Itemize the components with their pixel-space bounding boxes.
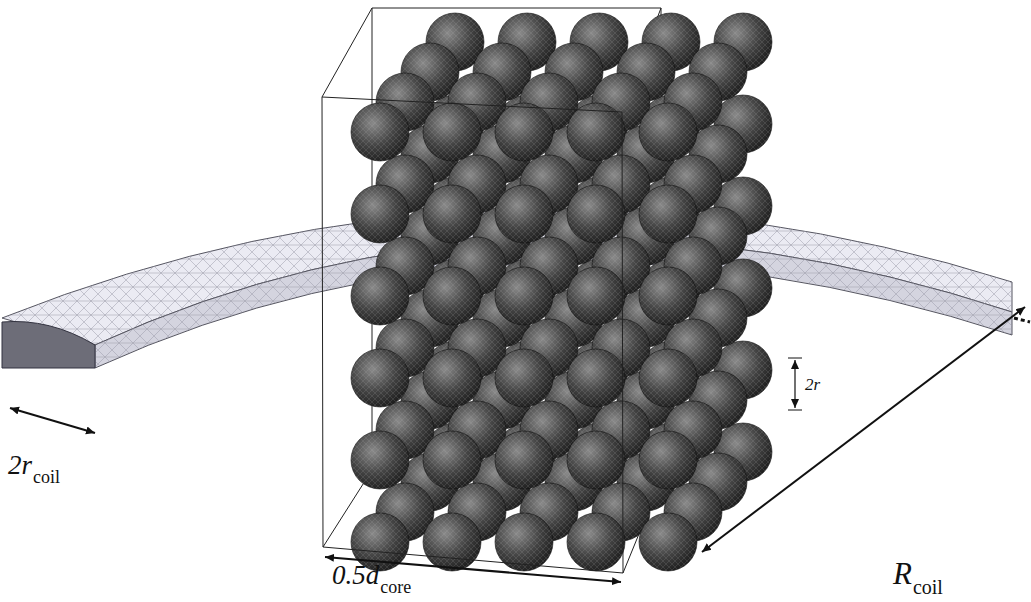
- sphere: [423, 349, 481, 407]
- sphere: [567, 431, 625, 489]
- dimension-label: 0.5d: [332, 562, 379, 589]
- sphere: [351, 349, 409, 407]
- sphere-mesh: [495, 431, 553, 489]
- sphere-mesh: [567, 267, 625, 325]
- sphere: [639, 103, 697, 161]
- sphere: [423, 185, 481, 243]
- sphere: [351, 185, 409, 243]
- sphere-mesh: [495, 349, 553, 407]
- sphere: [351, 103, 409, 161]
- sphere-mesh: [495, 185, 553, 243]
- sphere-mesh: [567, 185, 625, 243]
- sphere-mesh: [495, 267, 553, 325]
- sphere-mesh: [351, 431, 409, 489]
- sphere-mesh: [423, 267, 481, 325]
- dimension-subscript: core: [380, 578, 411, 596]
- sphere: [567, 349, 625, 407]
- sphere-mesh: [423, 185, 481, 243]
- sphere: [567, 513, 625, 571]
- sphere-mesh: [423, 349, 481, 407]
- dimension-subscript: coil: [913, 577, 943, 597]
- sphere-mesh: [567, 431, 625, 489]
- sphere: [639, 185, 697, 243]
- sphere: [567, 267, 625, 325]
- sphere-mesh: [639, 103, 697, 161]
- sphere-mesh: [495, 103, 553, 161]
- box-front-edges: [322, 97, 623, 573]
- sphere-mesh: [639, 185, 697, 243]
- sphere: [495, 185, 553, 243]
- sphere-mesh: [423, 431, 481, 489]
- sphere-mesh: [423, 103, 481, 161]
- dimension-arrows: [10, 307, 1025, 582]
- sphere: [423, 267, 481, 325]
- sphere-mesh: [639, 349, 697, 407]
- sphere: [495, 431, 553, 489]
- sphere: [495, 349, 553, 407]
- dimension-subscript: coil: [33, 468, 60, 486]
- dimension-label: 2r: [805, 376, 820, 393]
- sphere: [495, 103, 553, 161]
- dimension-label: 2r: [8, 452, 32, 479]
- sphere: [423, 431, 481, 489]
- box-back-edges: [322, 8, 661, 573]
- sphere-mesh: [639, 431, 697, 489]
- sphere: [639, 513, 697, 571]
- sphere: [639, 349, 697, 407]
- dimension-label: R: [893, 558, 912, 589]
- sphere: [567, 185, 625, 243]
- sphere: [639, 431, 697, 489]
- sphere-mesh: [423, 513, 481, 571]
- sphere: [351, 431, 409, 489]
- sphere-mesh: [639, 267, 697, 325]
- sphere-mesh: [351, 103, 409, 161]
- sphere-mesh: [567, 349, 625, 407]
- sphere-mesh: [351, 267, 409, 325]
- sphere-mesh: [639, 513, 697, 571]
- sphere-mesh: [567, 513, 625, 571]
- sphere: [423, 513, 481, 571]
- sphere: [351, 267, 409, 325]
- sphere: [495, 267, 553, 325]
- sphere: [639, 267, 697, 325]
- sphere-mesh: [351, 185, 409, 243]
- sphere: [423, 103, 481, 161]
- sphere-lattice: [351, 13, 772, 571]
- sphere-mesh: [351, 349, 409, 407]
